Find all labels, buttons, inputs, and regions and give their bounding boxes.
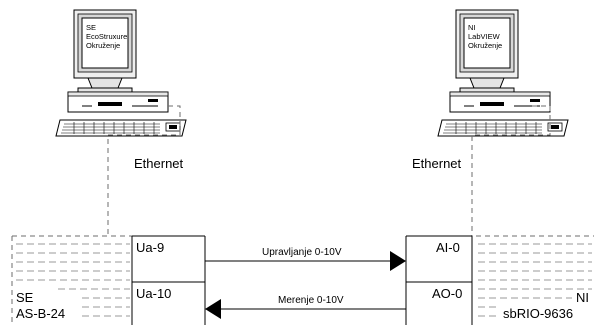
left-port-top: Ua-9 (136, 240, 164, 255)
right-computer-icon: NI LabVIEW Okruženje (437, 9, 569, 137)
arrow-right-icon (390, 251, 406, 271)
arrow-left-icon (205, 299, 221, 319)
left-device-vendor: SE (16, 290, 34, 305)
left-ethernet-cable (107, 105, 181, 236)
right-screen-line-1: NI (468, 23, 476, 32)
left-ethernet-label: Ethernet (134, 156, 184, 171)
left-screen-line-1: SE (86, 23, 96, 32)
measurement-signal-line (205, 299, 406, 319)
right-device-vendor: NI (576, 290, 589, 305)
left-computer-icon: SE EcoStruxure Okruženje (55, 9, 187, 137)
left-device-model: AS-B-24 (16, 306, 65, 321)
left-device-module (11, 235, 206, 325)
measurement-signal-label: Merenje 0-10V (278, 295, 344, 306)
control-signal-line (205, 251, 406, 271)
left-screen-line-2: EcoStruxure (86, 32, 127, 41)
control-signal-label: Upravljanje 0-10V (262, 247, 342, 258)
left-port-bottom: Ua-10 (136, 286, 171, 301)
right-ethernet-cable (471, 105, 551, 236)
right-screen-line-3: Okruženje (468, 41, 502, 50)
right-port-bottom: AO-0 (432, 286, 462, 301)
right-screen-line-2: LabVIEW (468, 32, 501, 41)
left-screen-line-3: Okruženje (86, 41, 120, 50)
right-device-model: sbRIO-9636 (503, 306, 573, 321)
right-ethernet-label: Ethernet (412, 156, 462, 171)
right-port-top: AI-0 (436, 240, 460, 255)
right-device-module (405, 235, 594, 325)
